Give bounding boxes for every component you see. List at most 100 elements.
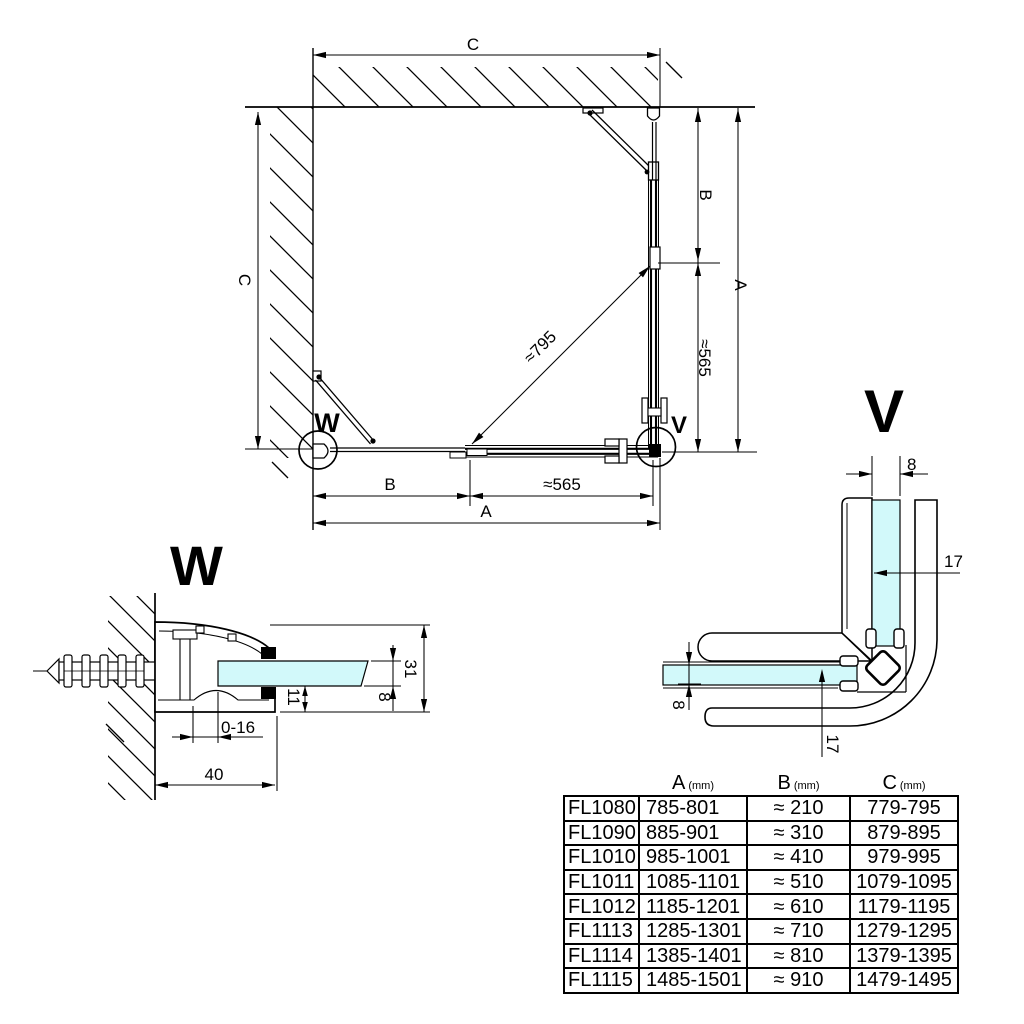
model-cell: FL1115 bbox=[563, 967, 640, 994]
detail-circle-v bbox=[635, 426, 677, 468]
col-a-unit: (mm) bbox=[688, 780, 714, 792]
v-profiles bbox=[697, 497, 938, 727]
b-cell: ≈ 610 bbox=[746, 893, 851, 920]
anchor-tip bbox=[46, 657, 60, 685]
dim-11: 11 bbox=[284, 688, 303, 706]
a-cell: 1485-1501 bbox=[638, 967, 748, 994]
top-wall-hatch bbox=[313, 67, 658, 107]
a-cell: 1185-1201 bbox=[638, 893, 748, 920]
dim-8-left: 8 bbox=[669, 700, 688, 709]
dim-c-left: C bbox=[235, 274, 254, 286]
dim-a-right: A bbox=[731, 279, 750, 291]
panel-clamp-tab bbox=[604, 455, 620, 464]
dim-8-top: 8 bbox=[907, 455, 916, 474]
model-cell: FL1114 bbox=[563, 942, 640, 970]
panel-connector bbox=[649, 246, 661, 270]
outer-wall-panel bbox=[704, 499, 938, 727]
detail-w-drawing: W bbox=[33, 535, 430, 800]
b-cell: ≈ 310 bbox=[746, 819, 851, 847]
v-dimensions: 8 17 8 17 bbox=[669, 455, 963, 757]
header-col-a: A(mm) bbox=[639, 771, 747, 796]
dim-0-16: 0-16 bbox=[221, 718, 255, 737]
hinge-dot bbox=[644, 169, 650, 175]
c-cell: 779-795 bbox=[849, 795, 959, 822]
dim-c-top: C bbox=[467, 35, 479, 54]
detail-w-title: W bbox=[170, 535, 223, 597]
dimension-arrows bbox=[685, 470, 913, 697]
corner-clamp bbox=[647, 407, 662, 417]
b-cell: ≈ 910 bbox=[746, 967, 851, 994]
model-cell: FL1010 bbox=[563, 844, 640, 871]
model-cell: FL1012 bbox=[563, 893, 640, 920]
glass-clamp bbox=[839, 680, 859, 692]
b-cell: ≈ 510 bbox=[746, 868, 851, 896]
col-b-unit: (mm) bbox=[793, 780, 820, 792]
plan-panels bbox=[312, 107, 668, 464]
c-cell: 879-895 bbox=[849, 819, 959, 847]
marker-w-label: W bbox=[314, 408, 340, 438]
model-cell: FL1080 bbox=[563, 795, 640, 822]
w-dimensions: 31 8 11 0-16 40 bbox=[155, 624, 430, 791]
wall-hatch bbox=[108, 596, 155, 800]
a-cell: 885-901 bbox=[638, 819, 748, 847]
panel-end-slot bbox=[466, 448, 488, 456]
dim-565-bottom: ≈565 bbox=[543, 475, 581, 494]
gasket bbox=[261, 687, 276, 699]
dim-8: 8 bbox=[375, 692, 394, 701]
a-cell: 985-1001 bbox=[638, 844, 748, 871]
detail-circle-w bbox=[298, 430, 338, 470]
c-cell: 1379-1395 bbox=[849, 942, 959, 970]
glass-panel-horizontal bbox=[662, 664, 858, 686]
header-col-b: B(mm) bbox=[747, 771, 850, 796]
a-cell: 1285-1301 bbox=[638, 917, 748, 945]
hinge-dot bbox=[370, 438, 376, 444]
dim-40: 40 bbox=[205, 765, 224, 784]
model-cell: FL1113 bbox=[563, 917, 640, 945]
panel-clamp bbox=[618, 438, 628, 464]
horizontal-profile bbox=[697, 632, 873, 662]
a-cell: 785-801 bbox=[638, 795, 748, 822]
dim-31: 31 bbox=[401, 660, 420, 679]
dim-17-right: 17 bbox=[944, 552, 963, 571]
wall-profile-w bbox=[312, 443, 329, 459]
v-fittings bbox=[663, 628, 907, 693]
glass-panel-w bbox=[217, 660, 369, 687]
col-c-unit: (mm) bbox=[899, 780, 926, 792]
dimension-arrows bbox=[155, 625, 428, 789]
col-c-letter: C bbox=[882, 772, 897, 794]
corner-magnet-profile bbox=[864, 649, 902, 687]
c-cell: 1179-1195 bbox=[849, 893, 959, 920]
size-table-header: A(mm) B(mm) C(mm) bbox=[564, 771, 958, 796]
detail-markers: W V bbox=[298, 408, 687, 470]
col-b-letter: B bbox=[777, 772, 791, 794]
c-cell: 1079-1095 bbox=[849, 868, 959, 896]
dim-a-bottom: A bbox=[480, 502, 492, 521]
dim-b-right: B bbox=[696, 189, 715, 200]
dim-b-bottom: B bbox=[384, 475, 395, 494]
dimension-arrows bbox=[254, 51, 742, 527]
c-cell: 979-995 bbox=[849, 844, 959, 871]
header-empty bbox=[564, 771, 639, 796]
w-profile bbox=[154, 621, 278, 713]
w-wall bbox=[105, 593, 156, 800]
model-cell: FL1090 bbox=[563, 819, 640, 847]
panel-top-cap bbox=[646, 107, 661, 121]
col-a-letter: A bbox=[672, 772, 686, 794]
b-cell: ≈ 710 bbox=[746, 917, 851, 945]
a-cell: 1085-1101 bbox=[638, 868, 748, 896]
b-cell: ≈ 210 bbox=[746, 795, 851, 822]
a-cell: 1385-1401 bbox=[638, 942, 748, 970]
gasket bbox=[261, 647, 276, 659]
left-wall-hatch bbox=[270, 107, 313, 458]
plan-view-drawing: W V C C B ≈565 bbox=[235, 35, 757, 530]
b-cell: ≈ 410 bbox=[746, 844, 851, 871]
